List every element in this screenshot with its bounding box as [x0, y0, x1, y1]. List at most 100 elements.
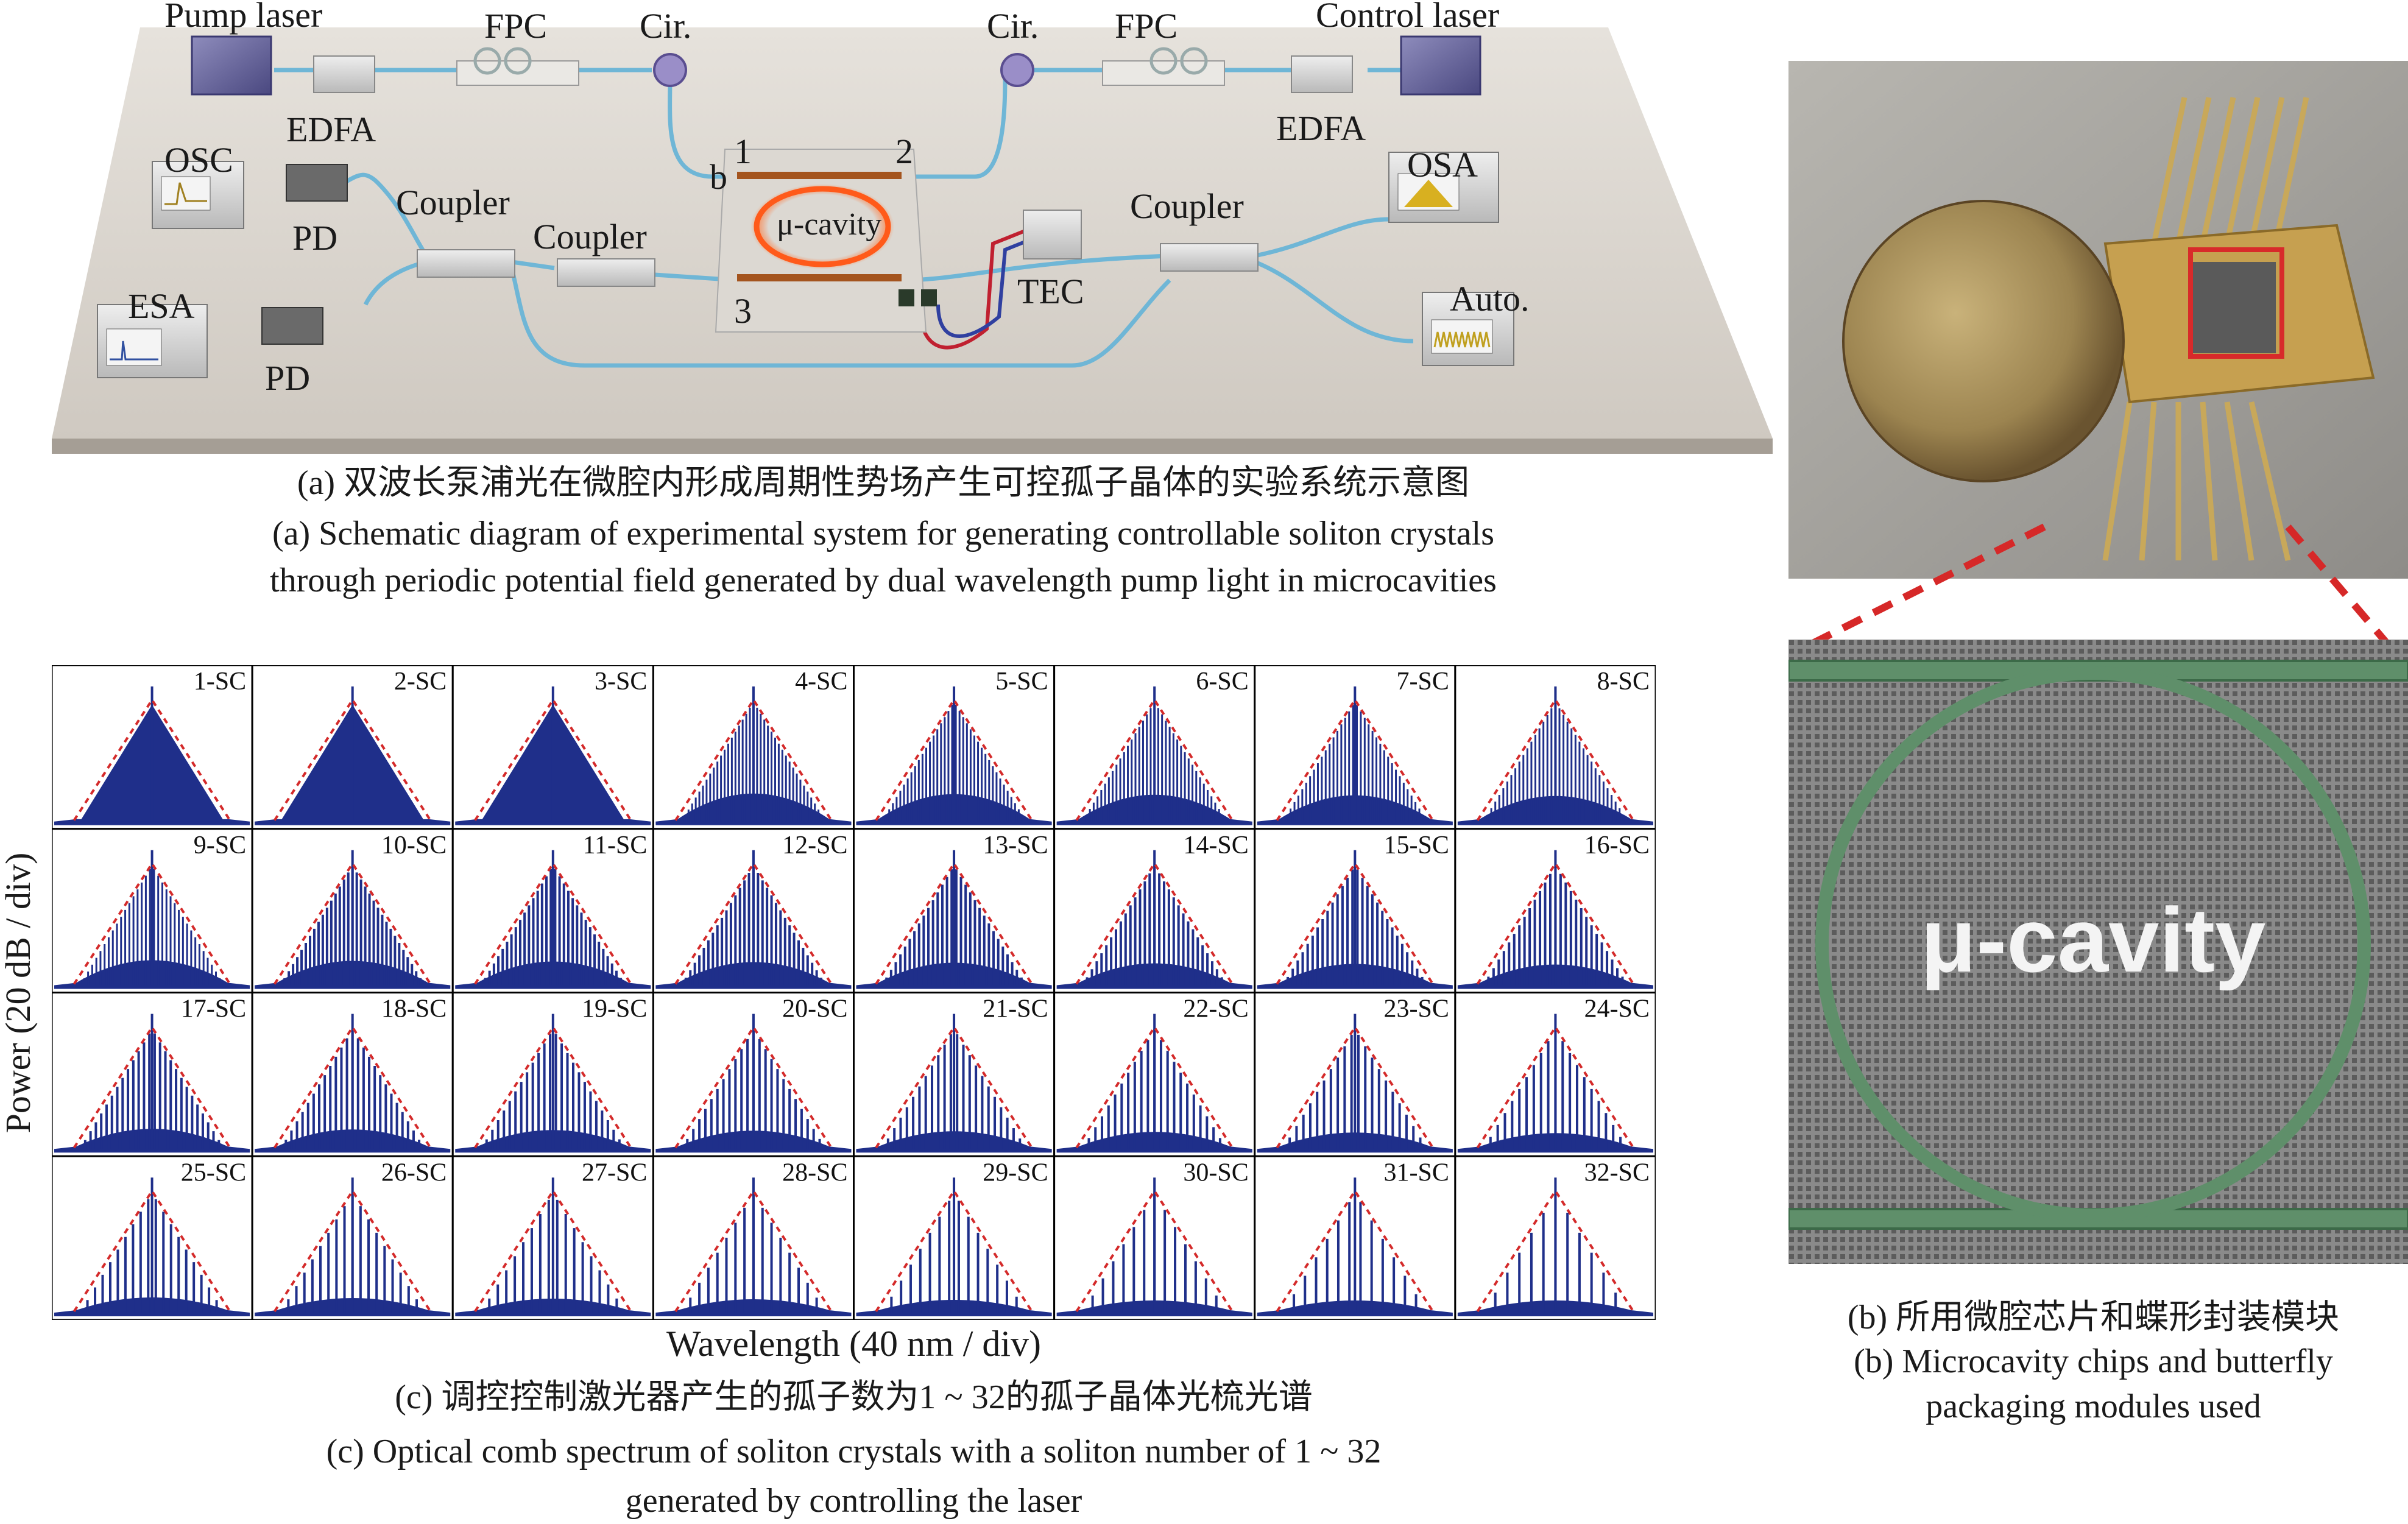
label-auto: Auto.	[1450, 279, 1530, 319]
pd-bottom-box	[261, 307, 323, 345]
spectrum-panel-9-sc: 9-SC	[51, 828, 253, 993]
butterfly-package-photo	[1788, 61, 2408, 579]
spectrum-panel-17-sc: 17-SC	[51, 992, 253, 1157]
esa-instrument	[97, 304, 208, 378]
spectrum-panel-6-sc: 6-SC	[1053, 664, 1256, 830]
spectrum-panel-31-sc: 31-SC	[1254, 1155, 1456, 1321]
circulator-left	[653, 53, 687, 87]
spectrum-panel-27-sc: 27-SC	[451, 1155, 654, 1321]
panel-label: 21-SC	[983, 995, 1048, 1023]
panel-label: 5-SC	[995, 668, 1048, 696]
experimental-setup-schematic: Pump laser FPC Cir. Cir. FPC Control las…	[52, 0, 1773, 454]
sech-envelope-fit	[674, 861, 833, 985]
spectrum-panel-30-sc: 30-SC	[1053, 1155, 1256, 1321]
spectrum-panel-19-sc: 19-SC	[451, 992, 654, 1157]
sech-envelope-fit	[1276, 1025, 1434, 1149]
coupler-2-box	[557, 258, 655, 287]
label-port-2: 2	[895, 132, 913, 171]
sech-envelope-fit	[674, 697, 833, 821]
spectrum-panel-8-sc: 8-SC	[1454, 664, 1657, 830]
panel-label: 31-SC	[1384, 1159, 1449, 1187]
panel-label: 25-SC	[181, 1159, 246, 1187]
zoom-dashed-lines	[1800, 523, 2395, 652]
spectrum-panel-25-sc: 25-SC	[51, 1155, 253, 1321]
sech-envelope-fit	[474, 1188, 632, 1313]
panel-label: 13-SC	[983, 831, 1048, 859]
y-axis-label: Power (20 dB / div)	[0, 852, 38, 1134]
autocorrelator-instrument	[1422, 292, 1514, 366]
sech-envelope-fit	[72, 861, 231, 985]
label-coupler-2: Coupler	[533, 217, 647, 256]
sech-envelope-fit	[474, 861, 632, 985]
caption-b-cn: (b) 所用微腔芯片和蝶形封装模块	[1847, 1299, 2340, 1336]
sech-envelope-fit	[1075, 697, 1234, 821]
caption-a-en-2: through periodic potential field generat…	[270, 562, 1497, 599]
fpc-right	[1102, 47, 1225, 86]
sech-envelope-fit	[1476, 1025, 1635, 1149]
microring	[1815, 666, 2371, 1222]
panel-label: 18-SC	[381, 995, 447, 1023]
panel-label: 8-SC	[1597, 668, 1650, 696]
panel-label: 2-SC	[394, 668, 447, 696]
label-edfa-right: EDFA	[1276, 108, 1366, 148]
coin	[1842, 200, 2125, 482]
sech-envelope-fit	[1476, 861, 1635, 985]
label-pd-top: PD	[292, 218, 337, 258]
sech-envelope-fit	[72, 697, 231, 821]
spectrum-panel-22-sc: 22-SC	[1053, 992, 1256, 1157]
coupler-1-box	[417, 249, 515, 278]
spectrum-panel-7-sc: 7-SC	[1254, 664, 1456, 830]
spectrum-panel-23-sc: 23-SC	[1254, 992, 1456, 1157]
label-fpc-right: FPC	[1115, 6, 1178, 46]
panel-label: 15-SC	[1384, 831, 1449, 859]
osc-instrument	[152, 161, 244, 229]
sech-envelope-fit	[274, 861, 432, 985]
panel-label: 19-SC	[582, 995, 647, 1023]
panel-label: 26-SC	[381, 1159, 447, 1187]
sech-envelope-fit	[1476, 697, 1635, 821]
sech-envelope-fit	[875, 1188, 1033, 1313]
panel-label: 11-SC	[583, 831, 648, 859]
panel-label: 6-SC	[1196, 668, 1248, 696]
panel-label: 30-SC	[1183, 1159, 1248, 1187]
sech-envelope-fit	[474, 1025, 632, 1149]
panel-label: 28-SC	[782, 1159, 847, 1187]
label-control-laser: Control laser	[1316, 0, 1499, 35]
x-axis-label: Wavelength (40 nm / div)	[666, 1324, 1042, 1364]
label-tec: TEC	[1017, 272, 1084, 311]
panel-label: 3-SC	[595, 668, 647, 696]
label-port-b: b	[710, 157, 727, 197]
label-pd-bottom: PD	[265, 358, 310, 398]
caption-a-en-1: (a) Schematic diagram of experimental sy…	[272, 515, 1494, 552]
caption-b-en-1: (b) Microcavity chips and butterfly	[1854, 1342, 2333, 1380]
spectrum-panel-32-sc: 32-SC	[1454, 1155, 1657, 1321]
pd-top-box	[286, 164, 348, 202]
label-esa: ESA	[128, 286, 195, 326]
spectrum-panel-14-sc: 14-SC	[1053, 828, 1256, 993]
tec-box	[1023, 210, 1082, 259]
panel-label: 22-SC	[1183, 995, 1248, 1023]
spectrum-panel-10-sc: 10-SC	[251, 828, 454, 993]
panel-label: 12-SC	[782, 831, 847, 859]
label-fpc-left: FPC	[484, 6, 547, 46]
panel-label: 7-SC	[1397, 668, 1449, 696]
sech-envelope-fit	[875, 1025, 1033, 1149]
label-port-3: 3	[734, 291, 752, 331]
control-laser-box	[1400, 35, 1481, 96]
pump-laser-box	[191, 35, 272, 96]
label-pump-laser: Pump laser	[164, 0, 322, 35]
sech-envelope-fit	[875, 697, 1033, 821]
sech-envelope-fit	[72, 1188, 231, 1313]
spectrum-panel-15-sc: 15-SC	[1254, 828, 1456, 993]
sech-envelope-fit	[1075, 861, 1234, 985]
caption-a-cn: (a) 双波长泵浦光在微腔内形成周期性势场产生可控孤子晶体的实验系统示意图	[297, 464, 1470, 502]
panel-label: 24-SC	[1584, 995, 1650, 1023]
panel-label: 23-SC	[1384, 995, 1449, 1023]
spectrum-panel-20-sc: 20-SC	[652, 992, 855, 1157]
panel-label: 20-SC	[782, 995, 847, 1023]
fpc-left	[456, 47, 579, 86]
label-osc: OSC	[164, 140, 233, 180]
label-cir-left: Cir.	[640, 6, 691, 46]
sech-envelope-fit	[674, 1025, 833, 1149]
